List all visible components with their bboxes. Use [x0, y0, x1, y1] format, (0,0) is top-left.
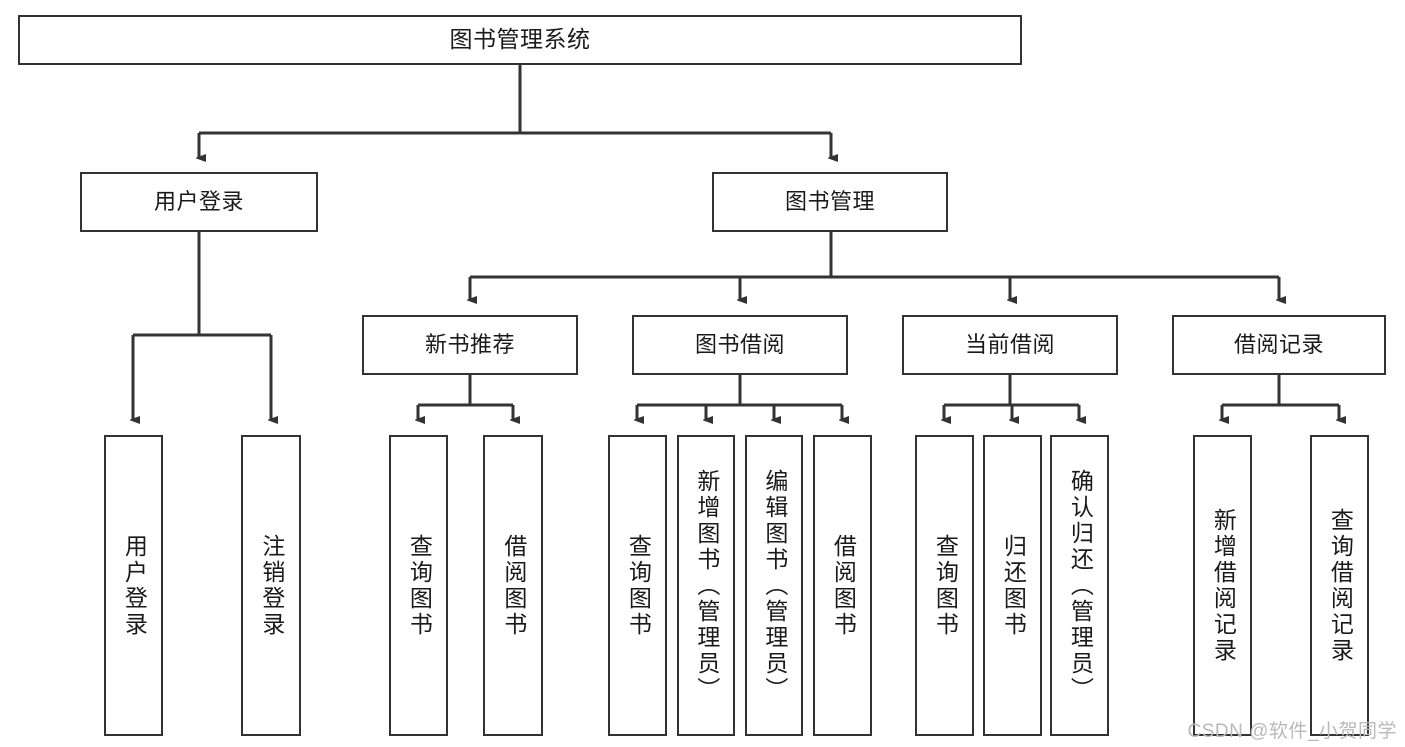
node-root-book-management-system[interactable]: 图书管理系统 [18, 15, 1022, 65]
node-label: 新增图书（管理员） [693, 468, 720, 703]
node-label: 借阅图书 [500, 533, 527, 638]
node-label: 用户登录 [121, 533, 148, 638]
node-leaf-query-borrow-record[interactable]: 查询借阅记录 [1310, 435, 1369, 736]
node-leaf-confirm-return-admin[interactable]: 确认归还（管理员） [1050, 435, 1109, 736]
node-leaf-query-book-borrow[interactable]: 查询图书 [608, 435, 667, 736]
node-label: 确认归还（管理员） [1067, 468, 1094, 703]
node-leaf-user-login[interactable]: 用户登录 [104, 435, 163, 736]
node-label: 图书管理系统 [449, 26, 591, 53]
node-leaf-return-book[interactable]: 归还图书 [983, 435, 1042, 736]
node-book-management[interactable]: 图书管理 [712, 172, 948, 232]
node-current-borrow[interactable]: 当前借阅 [902, 315, 1118, 375]
node-leaf-add-borrow-record[interactable]: 新增借阅记录 [1193, 435, 1252, 736]
node-label: 新增借阅记录 [1210, 507, 1237, 664]
node-leaf-edit-book-admin[interactable]: 编辑图书（管理员） [745, 435, 803, 736]
node-label: 新书推荐 [424, 331, 515, 357]
node-label: 借阅记录 [1233, 331, 1324, 357]
node-label: 编辑图书（管理员） [761, 468, 788, 703]
node-label: 用户登录 [153, 188, 244, 214]
node-new-book-recommend[interactable]: 新书推荐 [362, 315, 578, 375]
node-label: 查询图书 [625, 533, 652, 638]
node-leaf-add-book-admin[interactable]: 新增图书（管理员） [677, 435, 735, 736]
node-label: 当前借阅 [964, 331, 1055, 357]
csdn-watermark: CSDN @软件_小贺同学 [1187, 721, 1397, 742]
node-leaf-borrow-book[interactable]: 借阅图书 [813, 435, 872, 736]
node-user-login[interactable]: 用户登录 [80, 172, 318, 232]
node-leaf-borrow-book-recommend[interactable]: 借阅图书 [483, 435, 543, 736]
node-leaf-query-book-current[interactable]: 查询图书 [915, 435, 974, 736]
node-label: 图书管理 [784, 188, 875, 214]
node-leaf-query-book-recommend[interactable]: 查询图书 [389, 435, 448, 736]
node-label: 借阅图书 [830, 533, 857, 638]
node-label: 图书借阅 [694, 331, 785, 357]
node-label: 查询借阅记录 [1327, 507, 1354, 664]
node-leaf-logout[interactable]: 注销登录 [241, 435, 301, 736]
node-label: 查询图书 [932, 533, 959, 638]
node-label: 查询图书 [406, 533, 433, 638]
node-book-borrow[interactable]: 图书借阅 [632, 315, 848, 375]
node-label: 归还图书 [1000, 533, 1027, 638]
node-borrow-record[interactable]: 借阅记录 [1172, 315, 1386, 375]
node-label: 注销登录 [258, 533, 285, 638]
